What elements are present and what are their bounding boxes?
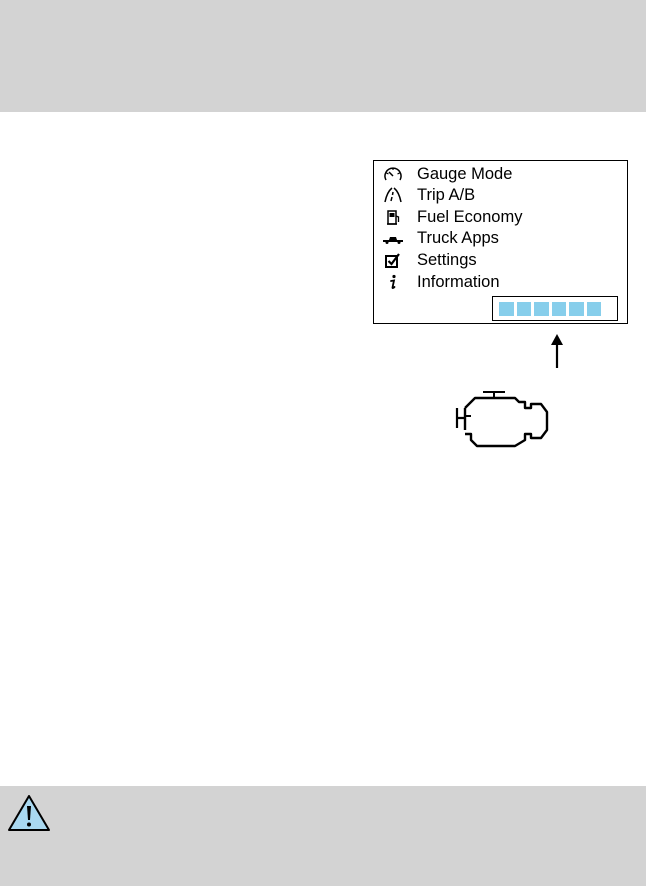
warning-triangle-icon xyxy=(8,795,50,831)
progress-segment xyxy=(534,301,549,316)
gauge-icon xyxy=(382,165,404,183)
menu-item-fuel-economy[interactable]: Fuel Economy xyxy=(382,206,522,228)
menu-list: Gauge Mode Trip A/B xyxy=(382,163,522,293)
progress-segment xyxy=(516,301,531,316)
progress-segment xyxy=(586,301,601,316)
menu-label: Information xyxy=(417,272,500,291)
menu-item-information[interactable]: Information xyxy=(382,271,522,293)
menu-item-trip[interactable]: Trip A/B xyxy=(382,185,522,207)
menu-item-truck-apps[interactable]: Truck Apps xyxy=(382,228,522,250)
fuel-pump-icon xyxy=(382,208,404,226)
menu-label: Fuel Economy xyxy=(417,207,523,226)
trip-road-icon xyxy=(382,186,404,204)
truck-icon xyxy=(382,230,404,248)
checkbox-icon xyxy=(382,251,404,269)
progress-segment xyxy=(569,301,584,316)
menu-label: Settings xyxy=(417,250,477,269)
arrow-up-icon xyxy=(551,334,563,368)
warning-band xyxy=(0,786,646,886)
menu-item-gauge-mode[interactable]: Gauge Mode xyxy=(382,163,522,185)
progress-segment xyxy=(551,301,566,316)
check-engine-icon xyxy=(455,391,549,448)
message-center-display: Gauge Mode Trip A/B xyxy=(373,160,628,324)
menu-label: Gauge Mode xyxy=(417,164,513,183)
menu-label: Trip A/B xyxy=(417,186,476,205)
header-band xyxy=(0,0,646,112)
menu-item-settings[interactable]: Settings xyxy=(382,249,522,271)
progress-segment xyxy=(499,301,514,316)
menu-label: Truck Apps xyxy=(417,229,499,248)
progress-bar xyxy=(492,296,618,321)
info-icon xyxy=(382,273,404,291)
